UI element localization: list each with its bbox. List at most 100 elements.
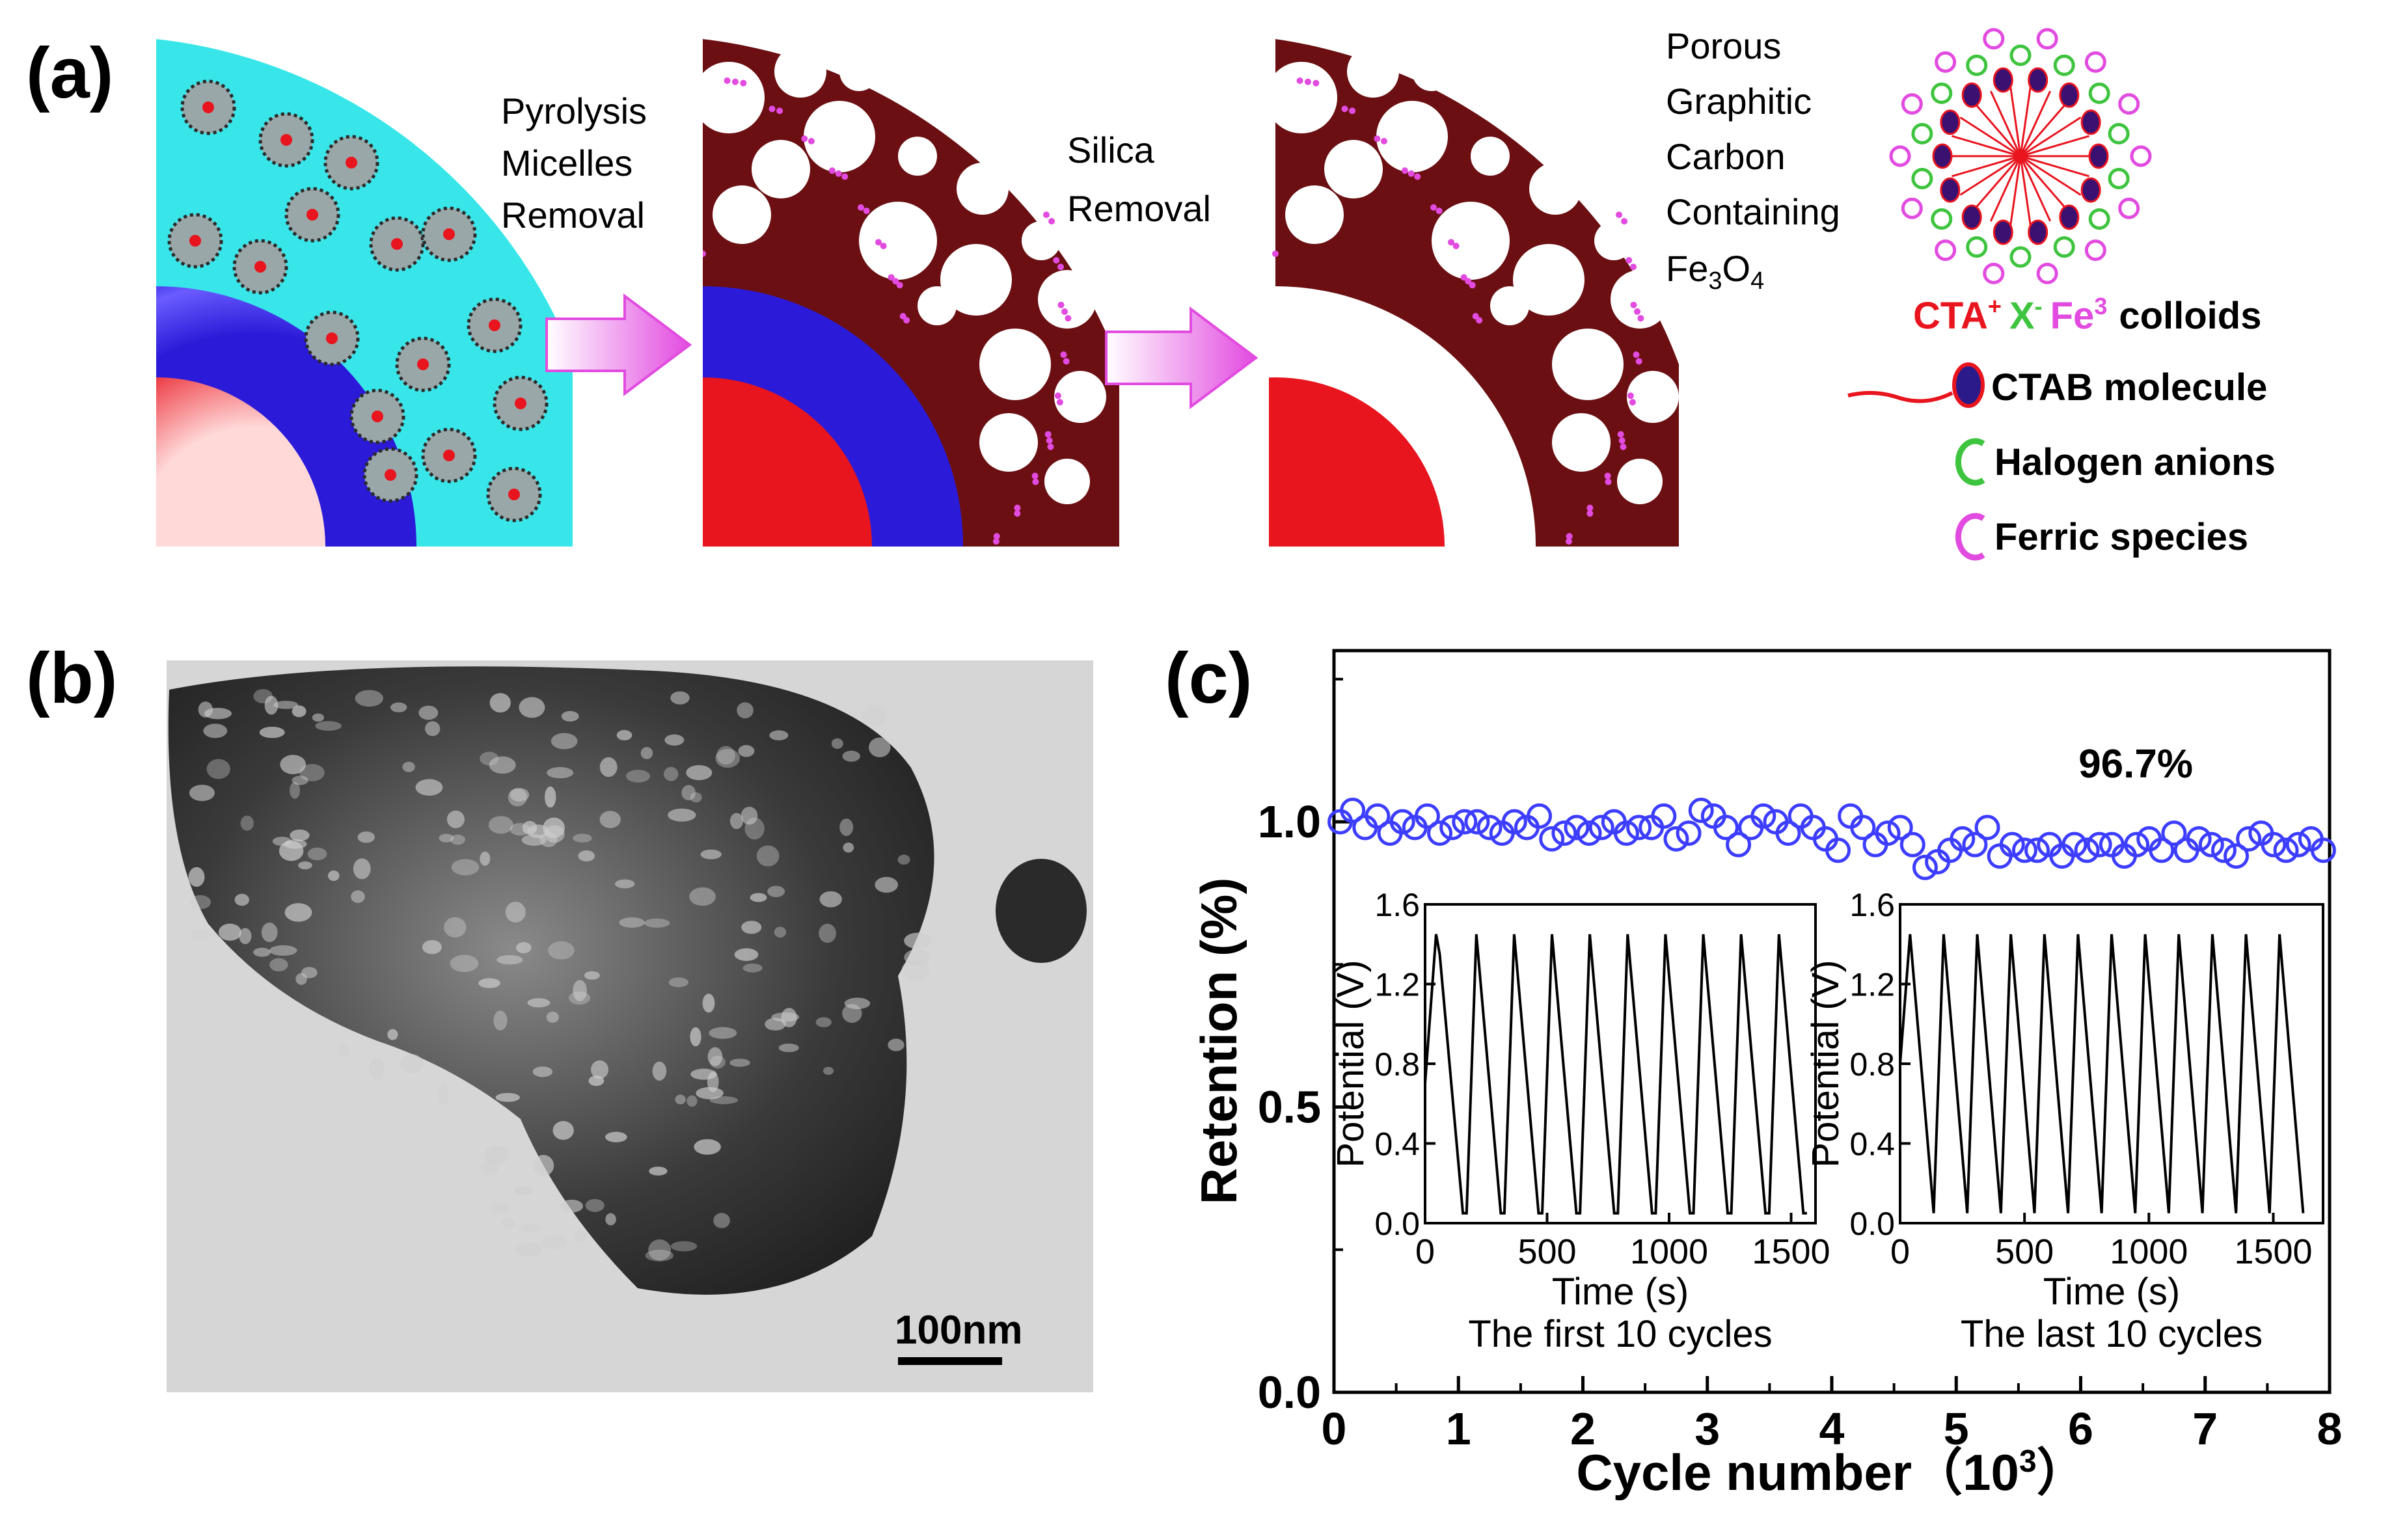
ferric-dot-icon: [1401, 167, 1408, 174]
ferric-dot-icon: [1304, 78, 1311, 85]
micelle-core-icon: [443, 228, 455, 240]
x-tick-label: 4: [1819, 1403, 1845, 1454]
retention-data-point: [1912, 854, 1938, 880]
pore-icon: [1285, 185, 1344, 244]
ferric-dot-icon: [835, 170, 842, 177]
inset-x-tick-label: 0: [1890, 1232, 1910, 1271]
panel-c-label: (c): [1165, 638, 1252, 718]
product-label-line4: Containing: [1666, 191, 1840, 232]
retention-data-point: [1452, 809, 1478, 835]
inset-x-axis-label: Time (s): [2043, 1271, 2180, 1313]
micelle-core-icon: [346, 157, 357, 169]
micelle-core-icon: [202, 101, 214, 113]
ferric-dot-icon: [1272, 250, 1279, 257]
micelle-core-icon: [385, 469, 396, 481]
pore-icon: [713, 185, 771, 244]
pore-icon: [979, 413, 1038, 472]
step2-label-line1: Silica: [1067, 129, 1155, 170]
inset-y-tick-label: 0.0: [1374, 1206, 1420, 1242]
retention-data-point: [2273, 837, 2299, 863]
legend-halogen: Halogen anions: [1955, 438, 2276, 486]
retention-data-point: [1825, 837, 1851, 863]
product-formula: Fe3O4: [1666, 248, 1764, 295]
inset-x-tick-label: 1500: [2234, 1232, 2312, 1271]
scalebar-icon: [898, 1357, 1002, 1365]
pore-icon: [752, 140, 810, 198]
ferric-dot-icon: [776, 107, 783, 115]
ferric-dot-icon: [1635, 358, 1642, 365]
ferric-dot-icon: [1566, 533, 1573, 540]
ferric-dot-icon: [1053, 257, 1060, 264]
tem-pore-texture: [188, 689, 932, 1262]
ferric-dot-icon: [1296, 77, 1303, 84]
retention-data-point: [1340, 798, 1366, 824]
micelle-core-icon: [443, 450, 455, 461]
ferric-dot-icon: [1629, 399, 1636, 406]
pore-icon: [1490, 286, 1529, 325]
panel-a-label: (a): [26, 33, 113, 113]
retention-data-point: [1688, 798, 1714, 824]
ctab-tail-icon: [1847, 390, 1953, 403]
panel-b: (b) 100nm: [26, 638, 1093, 1392]
inset-voltage-curve: [1899, 934, 2305, 1213]
ferric-dot-icon: [1625, 257, 1633, 264]
arrow-right-icon: [1105, 306, 1258, 409]
ferric-dot-icon: [1408, 170, 1415, 177]
ferric-dot-icon: [892, 278, 899, 285]
legend-ctab: CTAB molecule: [1847, 362, 2267, 409]
arrow-right-icon: [545, 293, 692, 396]
stage-3-particle: [1269, 39, 1679, 547]
retention-data-point: [2074, 837, 2100, 863]
pore-group: [1269, 46, 1679, 545]
pore-icon: [1552, 329, 1624, 400]
micelle-core-icon: [280, 134, 292, 146]
ferric-dot-icon: [1313, 79, 1320, 87]
ferric-dot-icon: [1452, 242, 1460, 249]
ferric-dot-icon: [1430, 204, 1437, 211]
ferric-dot-icon: [1057, 263, 1065, 271]
ferric-dot-icon: [1435, 208, 1443, 215]
ferric-dot-icon: [1057, 301, 1065, 308]
ferric-dot-icon: [1627, 392, 1634, 399]
pore-icon: [979, 329, 1051, 400]
micelle-core-icon: [489, 319, 500, 331]
micelle-core-icon: [417, 358, 429, 370]
pore-icon: [1022, 221, 1061, 260]
retention-data-point: [2261, 831, 2287, 858]
inset-y-tick-label: 1.6: [1849, 887, 1895, 923]
ferric-dot-icon: [896, 282, 903, 289]
pore-icon: [1054, 371, 1106, 423]
ferric-dot-icon: [1047, 443, 1054, 450]
ferric-dot-icon: [899, 313, 906, 320]
inset-x-tick-label: 1500: [1752, 1232, 1830, 1271]
micelle-core-icon: [508, 489, 520, 500]
retention-data-point: [2310, 837, 2336, 863]
inset-y-tick-label: 0.4: [1374, 1126, 1420, 1163]
micelle-core-icon: [372, 411, 383, 422]
ferric-dot-icon: [1618, 437, 1625, 444]
pore-icon: [1611, 270, 1669, 329]
x-tick-label: 7: [2192, 1403, 2218, 1454]
inset-x-tick-label: 500: [1995, 1232, 2054, 1271]
inset-x-tick-label: 500: [1517, 1232, 1576, 1271]
red-core: [703, 377, 872, 547]
retention-data-point: [1887, 815, 1913, 841]
retention-data-point: [1875, 820, 1901, 846]
ferric-species-icon: [1955, 513, 1985, 561]
ferric-dot-icon: [724, 77, 731, 84]
x-tick-label: 2: [1570, 1403, 1596, 1454]
ferric-dot-icon: [1565, 538, 1572, 545]
inset-y-tick-label: 0.8: [1849, 1046, 1895, 1083]
inset-y-tick-label: 1.6: [1374, 887, 1420, 923]
halogen-anion-icon: [1955, 438, 1985, 486]
product-label-line3: Carbon: [1666, 136, 1786, 177]
retention-data-point: [1501, 809, 1527, 835]
ferric-dot-icon: [1044, 431, 1052, 438]
product-label-line2: Graphitic: [1666, 81, 1812, 122]
ferric-dot-icon: [1374, 135, 1381, 142]
retention-data-point: [1950, 826, 1976, 852]
retention-data-point: [1588, 815, 1614, 841]
pore-icon: [1376, 101, 1448, 172]
